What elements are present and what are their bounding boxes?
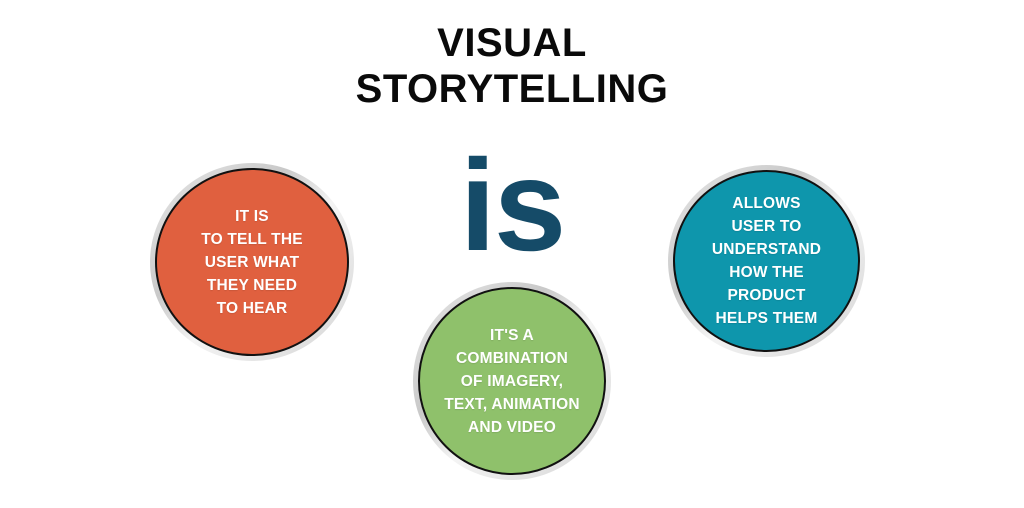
composition-line-4: TEXT, ANIMATION bbox=[444, 395, 580, 413]
page-title: VISUAL STORYTELLING bbox=[0, 20, 1024, 112]
purpose-circle: IT IS TO TELL THE USER WHAT THEY NEED TO… bbox=[150, 163, 355, 362]
benefit-line-4: HOW THE bbox=[729, 264, 804, 281]
circle-disc bbox=[155, 168, 349, 356]
composition-line-5: AND VIDEO bbox=[468, 418, 556, 436]
composition-line-3: OF IMAGERY, bbox=[460, 372, 564, 390]
purpose-line-3: USER WHAT bbox=[204, 253, 300, 271]
benefit-line-5: PRODUCT bbox=[727, 287, 806, 304]
circle-disc bbox=[418, 287, 606, 475]
benefit-line-1: ALLOWS bbox=[732, 195, 801, 212]
composition-circle: IT'S A COMBINATION OF IMAGERY, TEXT, ANI… bbox=[413, 282, 612, 481]
benefit-line-6: HELPS THEM bbox=[715, 310, 818, 327]
purpose-circle-label: IT IS TO TELL THE USER WHAT THEY NEED TO… bbox=[167, 205, 338, 320]
circle-disc bbox=[673, 170, 860, 352]
purpose-line-5: TO HEAR bbox=[216, 299, 288, 317]
composition-circle-label: IT'S A COMBINATION OF IMAGERY, TEXT, ANI… bbox=[429, 324, 594, 439]
composition-line-2: COMBINATION bbox=[455, 349, 569, 367]
benefit-circle: ALLOWS USER TO UNDERSTAND HOW THE PRODUC… bbox=[668, 165, 866, 358]
purpose-line-4: THEY NEED bbox=[206, 276, 298, 294]
composition-line-1: IT'S A bbox=[490, 326, 534, 344]
title-line-2: STORYTELLING bbox=[355, 67, 669, 111]
benefit-line-2: USER TO bbox=[731, 218, 802, 235]
purpose-line-1: IT IS bbox=[235, 207, 269, 225]
title-line-1: VISUAL bbox=[437, 21, 587, 65]
center-word-is: is bbox=[459, 132, 566, 278]
benefit-circle-label: ALLOWS USER TO UNDERSTAND HOW THE PRODUC… bbox=[684, 192, 849, 330]
benefit-line-3: UNDERSTAND bbox=[711, 241, 822, 258]
purpose-line-2: TO TELL THE bbox=[201, 230, 303, 248]
